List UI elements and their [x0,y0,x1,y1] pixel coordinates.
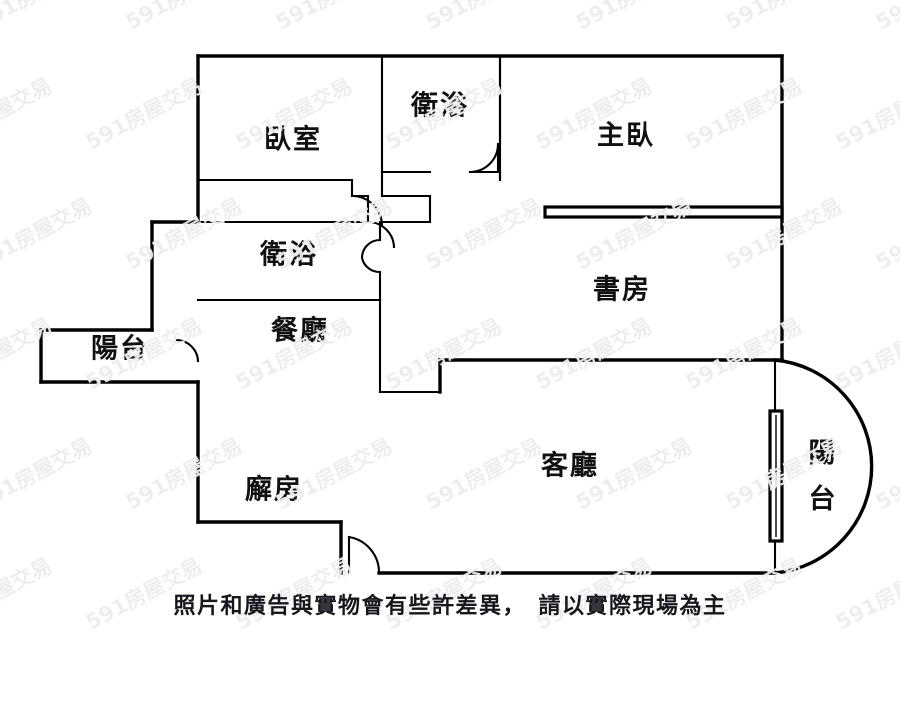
room-label-balcony-right-char2: 台 [809,483,838,515]
wall-balcony-right-arc [773,358,874,575]
room-labels: 臥室 衛浴 主臥 衛浴 書房 餐廳 陽台 廨房 客廳 陽 台 [91,90,838,516]
door-arc-bedroom [351,194,384,227]
room-label-dining-room: 餐廳 [271,315,329,347]
door-arc-bathroom-second-b [360,257,381,274]
master-closet-partition [543,205,784,219]
door-arc-balcony-left [175,338,200,363]
door-swings [175,142,500,575]
room-label-living-room: 客廳 [541,450,599,482]
room-label-master-bedroom: 主臥 [597,121,655,152]
door-arc-entry [348,535,381,574]
exterior-walls [39,54,784,575]
room-label-bedroom: 臥室 [264,124,322,156]
disclaimer-caption: 照片和廣告與實物會有些許差異， 請以實際現場為主 [173,593,727,619]
room-label-bathroom-second: 衛浴 [259,239,318,271]
room-label-balcony-right-char1: 陽 [809,438,838,469]
fixtures [543,205,784,543]
door-arc-hall-upper [367,220,396,249]
room-label-balcony-left: 陽台 [91,333,149,365]
room-label-bathroom-main: 衛浴 [410,90,469,122]
door-arc-bathroom-second-a [360,238,381,259]
room-label-study: 書房 [593,275,651,306]
door-arc-bathroom-main [469,143,500,174]
room-label-kitchen: 廨房 [245,474,303,506]
